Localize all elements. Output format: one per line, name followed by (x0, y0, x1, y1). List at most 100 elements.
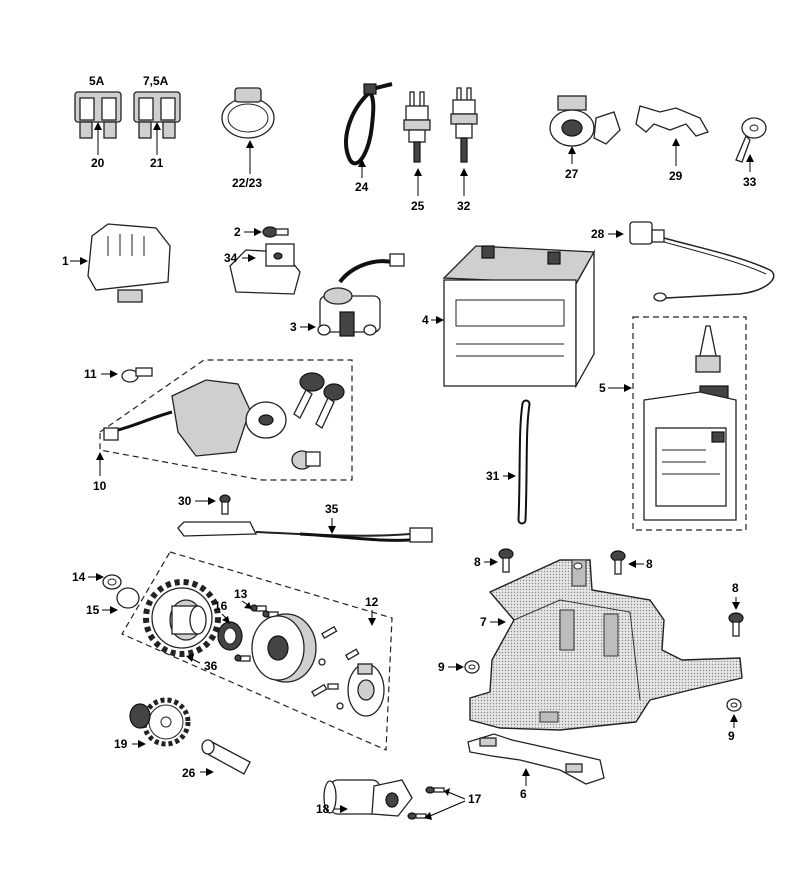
arrow-9a (448, 663, 464, 671)
screws-13[interactable] (234, 604, 279, 662)
cable-tie[interactable] (344, 82, 393, 166)
label-21: 21 (150, 156, 164, 170)
hose-clamp[interactable] (221, 87, 275, 139)
label-31: 31 (486, 469, 500, 483)
stop-switch-25[interactable] (403, 91, 431, 163)
arrow-20 (94, 122, 102, 155)
starter-gear[interactable] (143, 579, 221, 657)
arrow-8c (732, 597, 740, 610)
spring-clip[interactable] (635, 105, 709, 137)
needle-bearing[interactable] (217, 621, 243, 651)
seat-lock[interactable] (549, 95, 621, 147)
label-35: 35 (325, 502, 339, 516)
label-8b: 8 (646, 557, 653, 571)
sensor-lead[interactable] (629, 221, 775, 302)
label-9a: 9 (438, 660, 445, 674)
label-8c: 8 (732, 581, 739, 595)
arrow-9b (730, 714, 738, 728)
label-17: 17 (468, 792, 482, 806)
nut-14[interactable] (102, 574, 122, 590)
arrow-27 (568, 146, 576, 164)
label-18: 18 (316, 802, 330, 816)
arrow-1 (70, 257, 88, 265)
label-25: 25 (411, 199, 425, 213)
arrow-18 (334, 805, 348, 813)
fuse-5a[interactable] (74, 91, 122, 139)
arrow-8b (628, 560, 644, 568)
clutch-housing[interactable] (251, 613, 317, 683)
screws-17[interactable] (407, 786, 445, 820)
label-2: 2 (234, 225, 241, 239)
label-12: 12 (365, 595, 379, 609)
label-36: 36 (204, 659, 218, 673)
fuse-20-rating: 5A (89, 74, 105, 88)
arrow-8a (484, 558, 498, 566)
voltage-regulator[interactable] (87, 223, 171, 303)
arrow-16 (221, 613, 230, 624)
label-5: 5 (599, 381, 606, 395)
arrow-24 (358, 159, 366, 178)
label-7: 7 (480, 615, 487, 629)
label-22-23: 22/23 (232, 176, 262, 190)
label-4: 4 (422, 313, 429, 327)
nut-9a[interactable] (464, 660, 480, 674)
key-33[interactable] (735, 117, 767, 163)
clutch-plate[interactable] (347, 663, 385, 717)
screw-11[interactable] (121, 367, 153, 383)
arrow-11 (101, 370, 118, 378)
label-32: 32 (457, 199, 471, 213)
fuse-7-5a[interactable] (133, 91, 181, 139)
label-10: 10 (93, 479, 107, 493)
battery-tray[interactable] (469, 559, 743, 731)
mounting-bracket[interactable] (229, 243, 301, 295)
oil-bottle[interactable] (643, 325, 737, 521)
wiring-lead[interactable] (177, 521, 433, 543)
label-33: 33 (743, 175, 757, 189)
arrow-15 (102, 606, 118, 614)
bolt-8a[interactable] (498, 548, 514, 573)
washer-15[interactable] (116, 587, 140, 609)
bolt-8b[interactable] (610, 550, 626, 575)
arrow-19 (132, 740, 146, 748)
key-set[interactable] (293, 372, 345, 429)
arrow-12 (368, 610, 376, 626)
label-16: 16 (214, 599, 228, 613)
ignition-switch[interactable] (103, 379, 287, 457)
label-26: 26 (182, 766, 196, 780)
arrow-13 (241, 600, 252, 609)
label-29: 29 (669, 169, 683, 183)
starter-motor[interactable] (323, 779, 413, 817)
battery[interactable] (442, 245, 596, 389)
battery-strap[interactable] (467, 733, 605, 785)
arrow-33 (746, 154, 754, 172)
label-30: 30 (178, 494, 192, 508)
arrow-36 (186, 654, 201, 664)
nut-9b[interactable] (726, 698, 742, 712)
label-15: 15 (86, 603, 100, 617)
label-13: 13 (234, 587, 248, 601)
arrow-29 (672, 138, 680, 166)
arrow-7 (490, 618, 506, 626)
screw-30[interactable] (219, 494, 231, 515)
arrow-26 (200, 768, 214, 776)
stop-switch-32[interactable] (450, 87, 478, 163)
breather-hose[interactable] (517, 399, 531, 525)
screw-2[interactable] (262, 226, 289, 238)
label-14: 14 (72, 570, 86, 584)
arrow-6 (522, 768, 530, 786)
springs-rollers[interactable] (311, 625, 360, 710)
lock-cylinder[interactable] (291, 450, 321, 470)
ignition-coil[interactable] (317, 253, 405, 337)
arrow-14 (88, 573, 104, 581)
label-11: 11 (84, 367, 97, 381)
arrow-34 (242, 254, 256, 262)
bolt-8c[interactable] (728, 612, 744, 637)
shaft[interactable] (201, 739, 251, 775)
ignition-kit-frame (99, 359, 353, 481)
label-34: 34 (224, 251, 238, 265)
arrow-5 (608, 384, 632, 392)
label-28: 28 (591, 227, 605, 241)
intermediate-gear[interactable] (129, 697, 191, 747)
label-24: 24 (355, 180, 369, 194)
arrow-30 (195, 497, 216, 505)
